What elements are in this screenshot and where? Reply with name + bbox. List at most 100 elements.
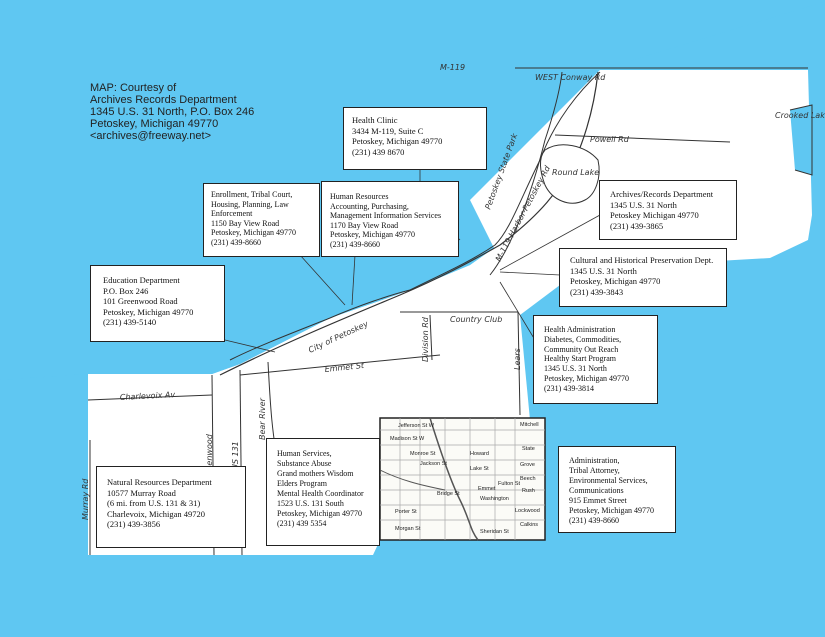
- label-greenwood: Greenwood: [205, 433, 214, 480]
- credit-line: Petoskey, Michigan 49770: [90, 118, 219, 130]
- office-line: (231) 439-8660: [330, 239, 380, 249]
- svg-text:Jackson St: Jackson St: [420, 461, 447, 467]
- svg-text:Emmet: Emmet: [478, 486, 496, 492]
- svg-text:Fulton St: Fulton St: [498, 481, 520, 487]
- label-west-conway: WEST Conway Rd: [535, 73, 606, 82]
- svg-text:Beech: Beech: [520, 476, 536, 482]
- office-line: 1345 U.S. 31 North: [610, 199, 677, 210]
- pointer-health-admin: [499, 281, 536, 341]
- office-line: Substance Abuse: [277, 459, 332, 468]
- office-natural-resources: Natural Resources Department 10577 Murra…: [96, 466, 246, 548]
- office-line: (231) 439 5354: [277, 519, 327, 528]
- office-line: (231) 439-8660: [211, 237, 261, 247]
- svg-text:Morgan St: Morgan St: [395, 526, 421, 532]
- office-line: 1170 Bay View Road: [330, 220, 399, 230]
- office-line: Accounting, Purchasing,: [330, 201, 409, 211]
- office-line: Petoskey, Michigan 49770: [570, 276, 661, 286]
- office-line: (6 mi. from U.S. 131 & 31): [107, 498, 201, 508]
- office-title: Archives/Records Department: [610, 189, 714, 199]
- office-human-resources: Human Resources Accounting, Purchasing, …: [321, 181, 459, 257]
- credit-line: MAP: Courtesy of: [90, 82, 177, 94]
- inset-street-map: Jefferson St W Madison St W Monroe St Ja…: [379, 417, 546, 541]
- credit-line: Archives Records Department: [90, 94, 237, 106]
- office-archives: Archives/Records Department 1345 U.S. 31…: [599, 180, 737, 240]
- road-powell: [554, 134, 731, 143]
- office-line: Diabetes, Commodities,: [544, 334, 622, 344]
- office-line: Petoskey, Michigan 49770: [544, 373, 630, 383]
- pointer-enrollment: [299, 254, 346, 306]
- office-line: Community Out Reach: [544, 344, 619, 354]
- svg-text:Sheridan St: Sheridan St: [480, 529, 509, 535]
- svg-text:Lake St: Lake St: [470, 466, 489, 472]
- map-credit: MAP: Courtesy of Archives Records Depart…: [90, 82, 254, 142]
- office-line: Elders Program: [277, 479, 327, 488]
- office-title: Human Resources: [330, 192, 389, 201]
- office-line: Housing, Planning, Law: [211, 199, 289, 209]
- office-line: 1150 Bay View Road: [211, 218, 280, 228]
- label-round-lake: Round Lake: [552, 168, 599, 177]
- office-education: Education Department P.O. Box 246 101 Gr…: [90, 265, 225, 342]
- road-lears: [517, 311, 521, 416]
- office-line: Charlevoix, Michigan 49720: [107, 508, 205, 519]
- svg-text:Monroe St: Monroe St: [410, 451, 436, 457]
- office-line: Petoskey, Michigan 49770: [103, 306, 194, 317]
- label-emmet: Emmet St: [324, 361, 365, 374]
- road-harbor: [489, 71, 563, 276]
- svg-text:Bridge St: Bridge St: [437, 491, 460, 497]
- road-emmet: [239, 354, 441, 376]
- office-cultural: Cultural and Historical Preservation Dep…: [559, 248, 727, 307]
- office-line: (231) 439-8660: [569, 516, 619, 525]
- pointer-cultural: [499, 271, 561, 276]
- office-health-admin: Health Administration Diabetes, Commodit…: [533, 315, 658, 404]
- svg-text:State: State: [522, 446, 535, 452]
- office-line: (231) 439-3856: [107, 519, 161, 529]
- pointer-archives: [499, 214, 601, 271]
- svg-text:Porter St: Porter St: [395, 509, 417, 515]
- label-charlevoix: Charlevoix Av: [120, 390, 176, 402]
- svg-text:Howard: Howard: [470, 451, 489, 457]
- office-line: 10577 Murray Road: [107, 487, 176, 498]
- office-line: Healthy Start Program: [544, 354, 616, 364]
- office-line: (231) 439-3814: [544, 383, 594, 393]
- label-us131: US 131: [231, 441, 240, 470]
- label-crooked-lake: Crooked Lake: [775, 111, 825, 120]
- office-title: Natural Resources Department: [107, 477, 212, 487]
- office-line: (231) 439-3843: [570, 286, 624, 297]
- label-lears: Lears: [513, 348, 522, 370]
- label-powell: Powell Rd: [590, 135, 630, 144]
- credit-line: 1345 U.S. 31 North, P.O. Box 246: [90, 106, 255, 118]
- credit-email[interactable]: <archives@freeway.net>: [90, 130, 212, 142]
- svg-text:Washington: Washington: [480, 496, 509, 502]
- office-title: Health Clinic: [352, 115, 398, 125]
- office-title: Human Services,: [277, 449, 332, 458]
- office-line: Petoskey, Michigan 49770: [277, 509, 363, 518]
- office-line: (231) 439-3865: [610, 220, 664, 231]
- label-bear-river: Bear River: [258, 397, 267, 440]
- road-charlevoix: [87, 394, 213, 401]
- svg-text:Lockwood: Lockwood: [515, 508, 540, 514]
- office-line: Tribal Attorney,: [569, 466, 620, 475]
- office-line: Grand mothers Wisdom: [277, 469, 354, 478]
- svg-text:Mitchell: Mitchell: [520, 422, 539, 428]
- office-human-services: Human Services, Substance Abuse Grand mo…: [266, 438, 380, 546]
- office-line: 101 Greenwood Road: [103, 296, 178, 306]
- office-enrollment: Enrollment, Tribal Court, Housing, Plann…: [203, 183, 320, 257]
- office-title: Health Administration: [544, 325, 616, 334]
- shoreline: [229, 71, 601, 361]
- office-line: Environmental Services,: [569, 476, 648, 485]
- label-country-club: Country Club: [450, 315, 502, 324]
- svg-text:Jefferson St W: Jefferson St W: [398, 423, 435, 429]
- svg-text:Madison St W: Madison St W: [390, 436, 425, 442]
- label-murray: Murray Rd: [81, 478, 90, 520]
- pointer-education: [224, 339, 276, 353]
- pointer-hr: [351, 254, 356, 306]
- office-line: 1345 U.S. 31 North: [570, 265, 637, 276]
- office-line: Petoskey, Michigan 49770: [352, 136, 443, 146]
- peninsula-land: [470, 70, 610, 292]
- office-line: Petoskey, Michigan 49770: [569, 506, 655, 515]
- svg-text:Grove: Grove: [520, 462, 535, 468]
- office-administration: Administration, Tribal Attorney, Environ…: [558, 446, 676, 533]
- office-line: Petoskey, Michigan 49770: [211, 228, 297, 238]
- office-health-clinic: Health Clinic 3434 M-119, Suite C Petosk…: [343, 107, 487, 170]
- office-line: Mental Health Coordinator: [277, 489, 364, 498]
